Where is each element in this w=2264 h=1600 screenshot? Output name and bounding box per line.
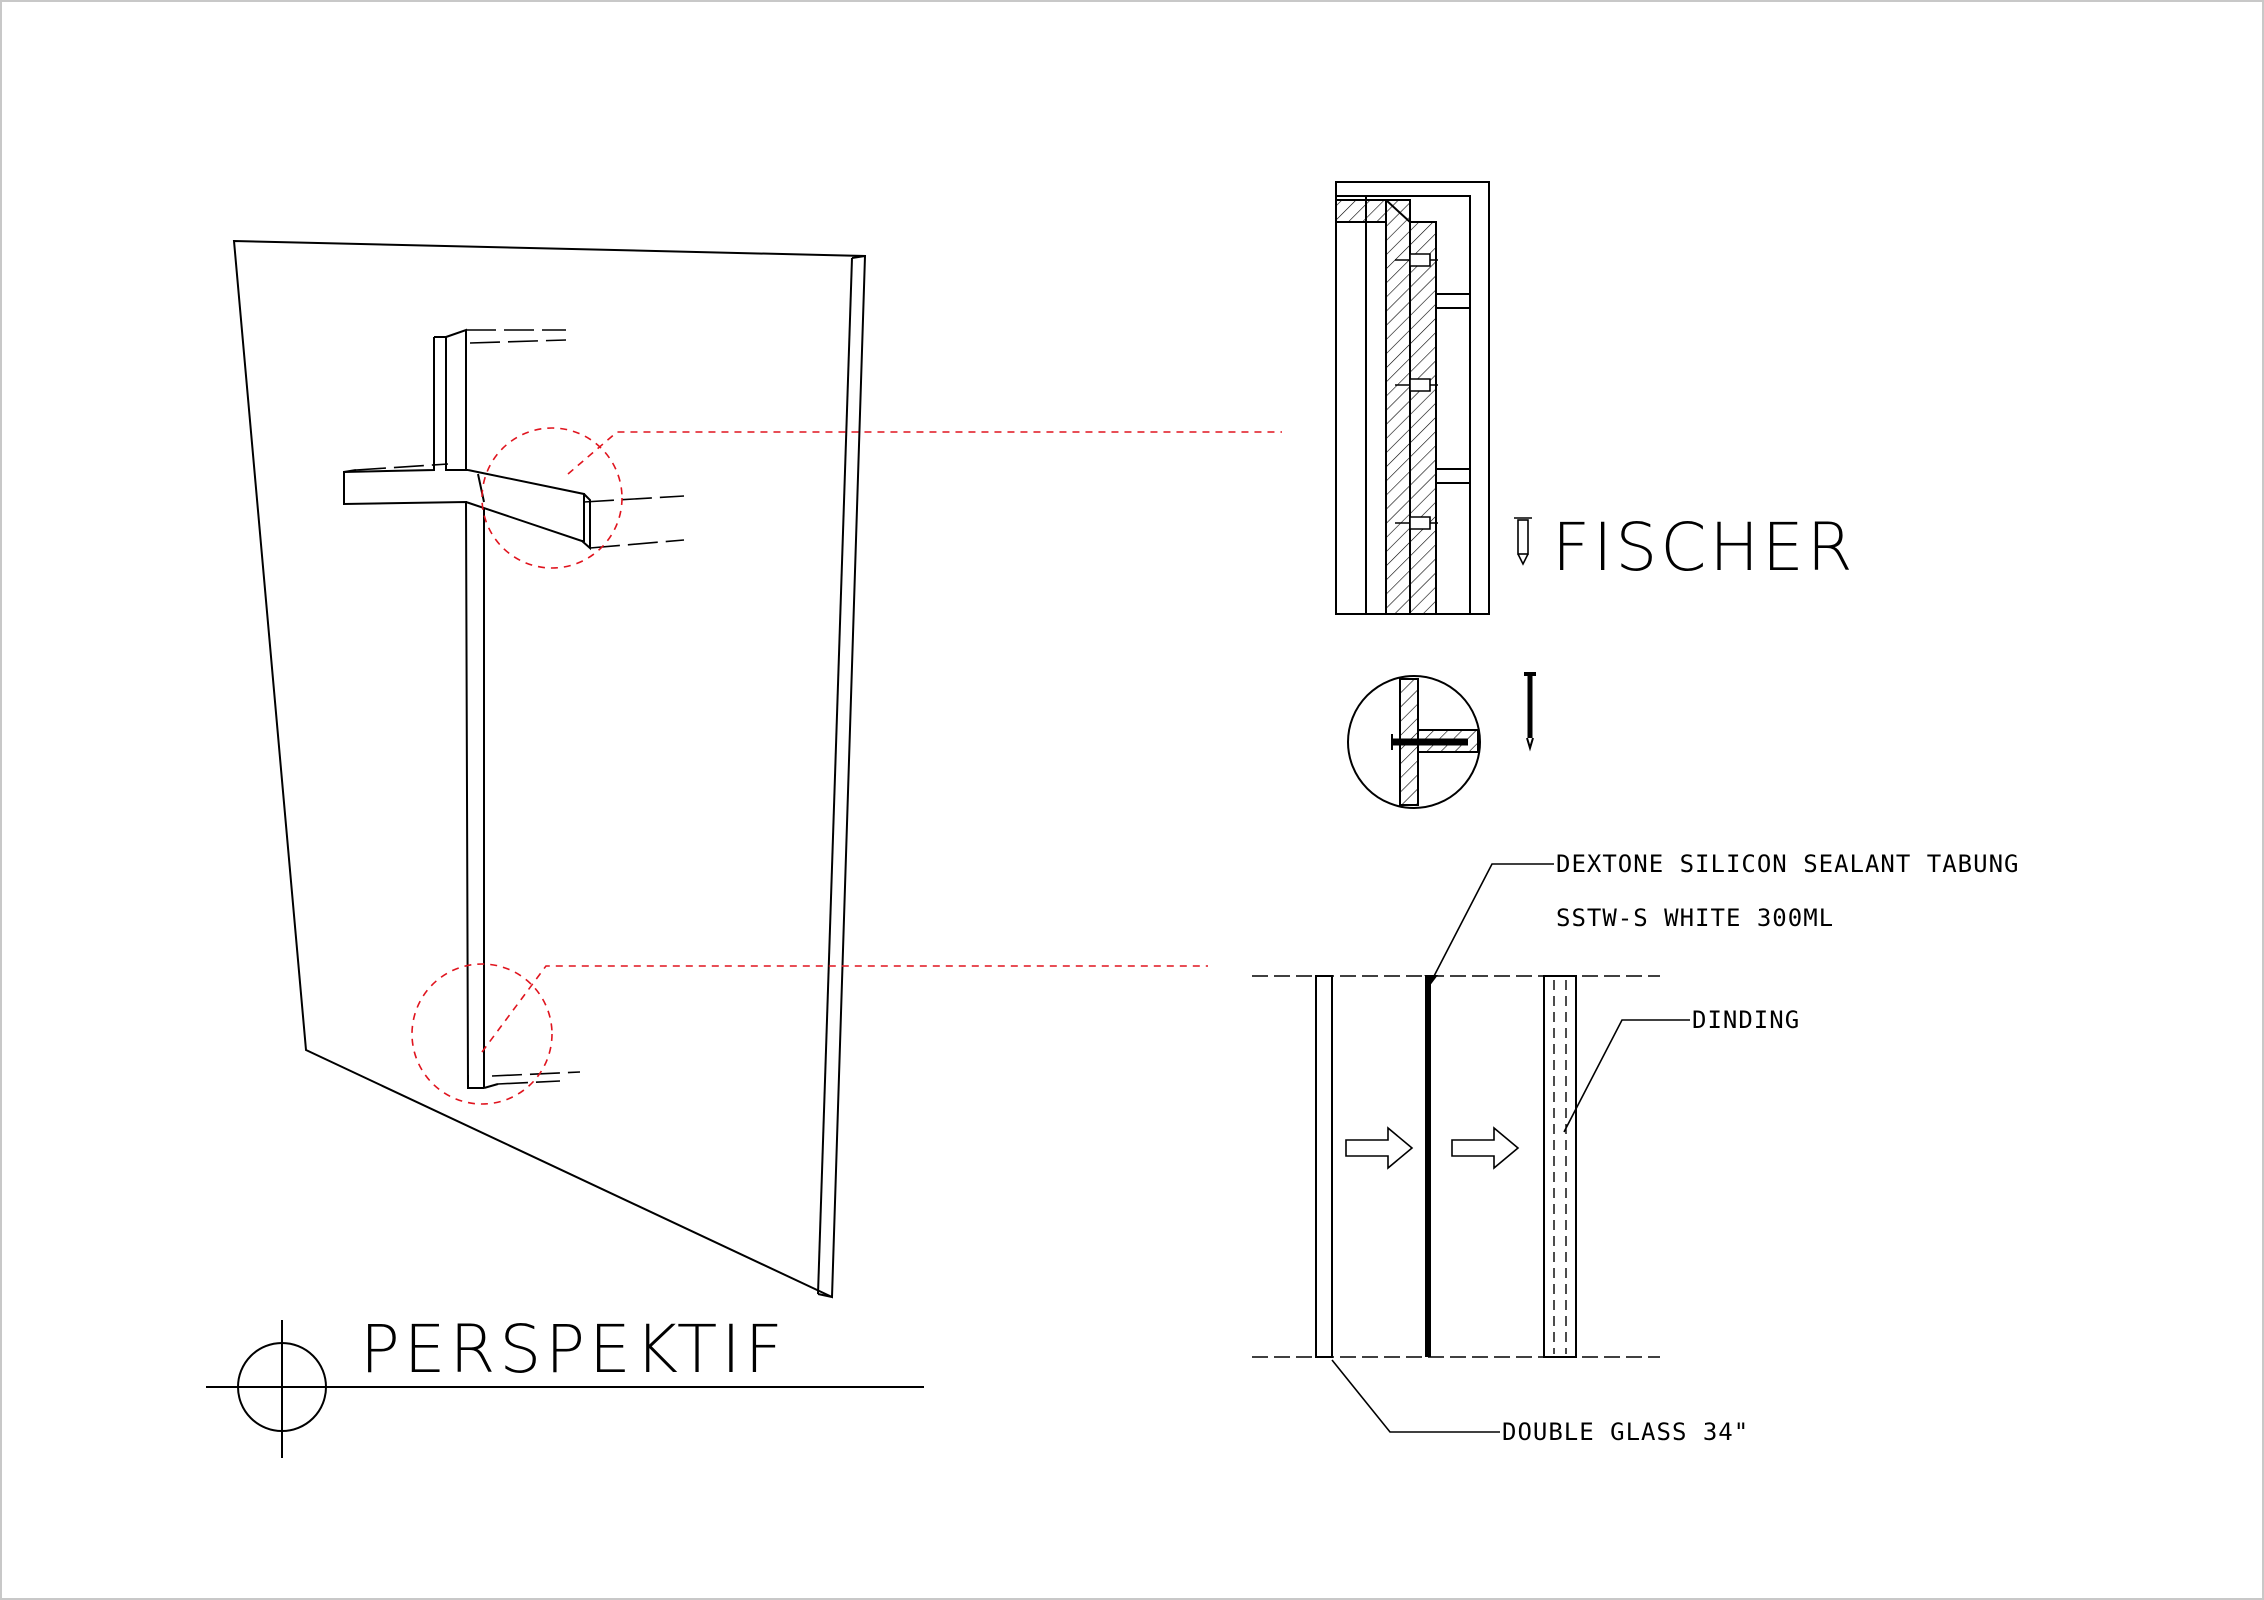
glass-section <box>1252 863 1690 1433</box>
sealant-leader <box>1431 863 1554 981</box>
direction-arrow-2 <box>1451 1126 1520 1170</box>
screw-detail <box>1347 672 1536 809</box>
perspective-title: PERSPEKTIF <box>360 1311 787 1388</box>
wall-label: DINDING <box>1692 1006 1800 1034</box>
screw-icon <box>1524 672 1536 752</box>
direction-arrow-1 <box>1345 1126 1414 1170</box>
wall-panel <box>1543 975 1577 1358</box>
fischer-title: FISCHER <box>1552 509 1856 586</box>
perspective-view <box>206 239 1282 1458</box>
fischer-anchor-icon <box>1514 517 1532 566</box>
cross-shape <box>343 328 685 1089</box>
detail-callout-top <box>481 427 1282 569</box>
glass-leader <box>1331 1359 1500 1433</box>
view-symbol <box>206 1320 924 1458</box>
detail-callout-bottom <box>411 963 1208 1105</box>
sealant-label-line2: SSTW-S WHITE 300ML <box>1556 904 1834 932</box>
glass-panel <box>232 239 867 1299</box>
glass-label: DOUBLE GLASS 34" <box>1502 1418 1749 1446</box>
sealant-label-line1: DEXTONE SILICON SEALANT TABUNG <box>1556 850 2019 878</box>
double-glass <box>1315 975 1333 1358</box>
wall-leader <box>1563 1019 1690 1133</box>
fischer-section-detail <box>1335 181 1532 615</box>
